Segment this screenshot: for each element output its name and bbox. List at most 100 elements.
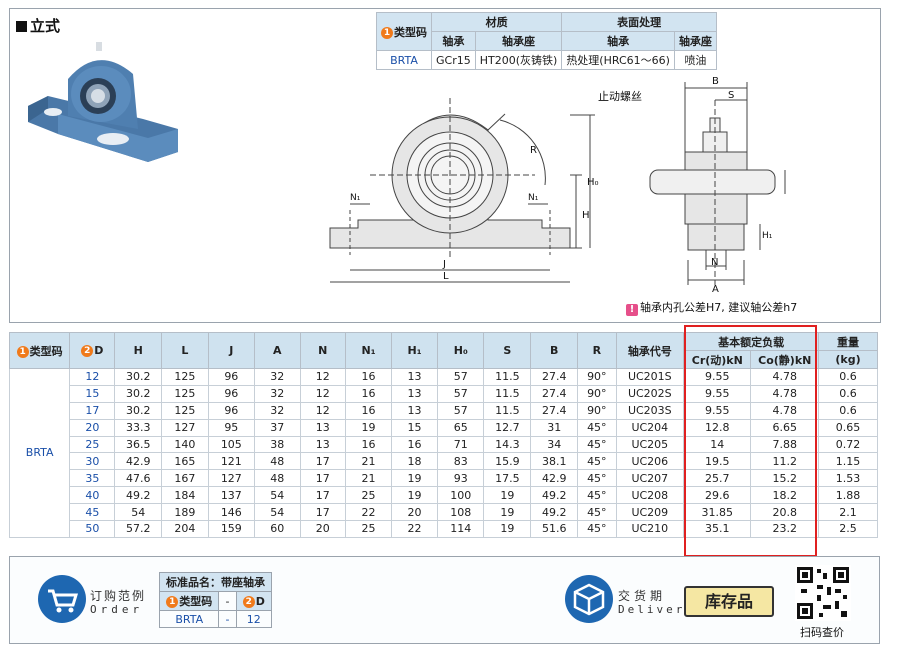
svg-text:H: H: [582, 210, 590, 221]
table-cell: UC204: [615, 418, 685, 437]
table-cell: 42.9: [114, 452, 163, 471]
table-cell: 90°: [577, 368, 617, 386]
table-cell: 108: [437, 503, 485, 522]
table-cell: 30: [69, 452, 116, 471]
table-cell: 1.15: [818, 452, 878, 471]
table-cell: 36.5: [114, 435, 163, 454]
table-cell: 95: [207, 418, 256, 437]
table-cell: 14.3: [483, 435, 532, 454]
table-cell: 90°: [577, 401, 617, 420]
table-cell: 22: [391, 520, 439, 538]
table-cell: 49.2: [530, 503, 579, 522]
table-cell: 11.5: [483, 368, 532, 386]
table-cell: 45°: [577, 469, 617, 488]
table-cell: 51.6: [530, 520, 579, 538]
table-cell: 54: [254, 486, 301, 505]
table-cell: UC209: [615, 503, 685, 522]
table-cell: 12: [299, 401, 347, 420]
table-cell: 32: [254, 384, 301, 403]
order-example-en: Order: [90, 603, 144, 616]
table-cell: 57: [437, 368, 485, 386]
table-cell: 17: [299, 452, 347, 471]
table-cell: 33.3: [114, 418, 163, 437]
delivery-title: 交货期: [618, 589, 667, 603]
table-cell: UC208: [615, 486, 685, 505]
table-cell: 2.5: [818, 520, 878, 538]
table-cell: 93: [437, 469, 485, 488]
col-bearing-code: 轴承代号: [615, 332, 685, 369]
table-cell: 13: [299, 435, 347, 454]
table-cell: 16: [345, 368, 393, 386]
table-cell: 13: [391, 368, 439, 386]
table-cell: 17.5: [483, 469, 532, 488]
table-cell: 159: [207, 520, 256, 538]
table-cell: 204: [161, 520, 209, 538]
table-cell: 23.2: [750, 520, 820, 538]
table-cell: 19: [345, 418, 393, 437]
table-cell: 83: [437, 452, 485, 471]
table-cell: 96: [207, 401, 256, 420]
table-cell: 1.88: [818, 486, 878, 505]
table-cell: 21: [345, 452, 393, 471]
table-cell: 45°: [577, 435, 617, 454]
table-cell: 127: [207, 469, 256, 488]
table-cell: 35: [69, 469, 116, 488]
col-weight: 重量: [818, 332, 878, 351]
table-cell: 19: [391, 486, 439, 505]
table-cell: 22: [345, 503, 393, 522]
table-cell: 19: [483, 503, 532, 522]
table-cell: 16: [345, 401, 393, 420]
table-cell: 27.4: [530, 401, 579, 420]
table-cell: 71: [437, 435, 485, 454]
bearing-surface: 热处理(HRC61～66): [561, 50, 675, 70]
table-cell: 57.2: [114, 520, 163, 538]
table-cell: 1.53: [818, 469, 878, 488]
table-cell: 30.2: [114, 384, 163, 403]
table-cell: 31: [530, 418, 579, 437]
table-cell: 21: [345, 469, 393, 488]
table-cell: 60: [254, 520, 301, 538]
svg-text:B: B: [712, 76, 719, 87]
qr-code-icon[interactable]: [795, 565, 851, 621]
table-cell: 54: [254, 503, 301, 522]
table-cell: UC207: [615, 469, 685, 488]
table-cell: 0.65: [818, 418, 878, 437]
table-cell: 12: [69, 368, 116, 386]
table-cell: 27.4: [530, 368, 579, 386]
table-cell: 125: [161, 401, 209, 420]
table-cell: 40: [69, 486, 116, 505]
table-cell: 13: [299, 418, 347, 437]
table-cell: 0.6: [818, 368, 878, 386]
table-cell: 12: [299, 384, 347, 403]
table-cell: 15: [69, 384, 116, 403]
table-cell: 137: [207, 486, 256, 505]
table-cell: 4.78: [750, 401, 820, 420]
table-cell: 140: [161, 435, 209, 454]
table-cell: 20: [299, 520, 347, 538]
svg-text:N₁: N₁: [350, 193, 361, 203]
table-cell: 57: [437, 384, 485, 403]
table-cell: 184: [161, 486, 209, 505]
table-cell: 27.4: [530, 384, 579, 403]
table-cell: UC201S: [615, 368, 685, 386]
table-cell: 18.2: [750, 486, 820, 505]
table-cell: 125: [161, 368, 209, 386]
svg-text:N: N: [711, 257, 718, 268]
table-cell: 2.1: [818, 503, 878, 522]
svg-text:H₁: H₁: [762, 231, 773, 241]
table-cell: 189: [161, 503, 209, 522]
table-cell: 0.6: [818, 384, 878, 403]
table-cell: 12: [299, 368, 347, 386]
table-cell: 11.5: [483, 401, 532, 420]
table-cell: 19: [391, 469, 439, 488]
table-cell: UC205: [615, 435, 685, 454]
seat-material: HT200(灰铸铁): [474, 50, 563, 70]
product-photo: [28, 42, 178, 162]
